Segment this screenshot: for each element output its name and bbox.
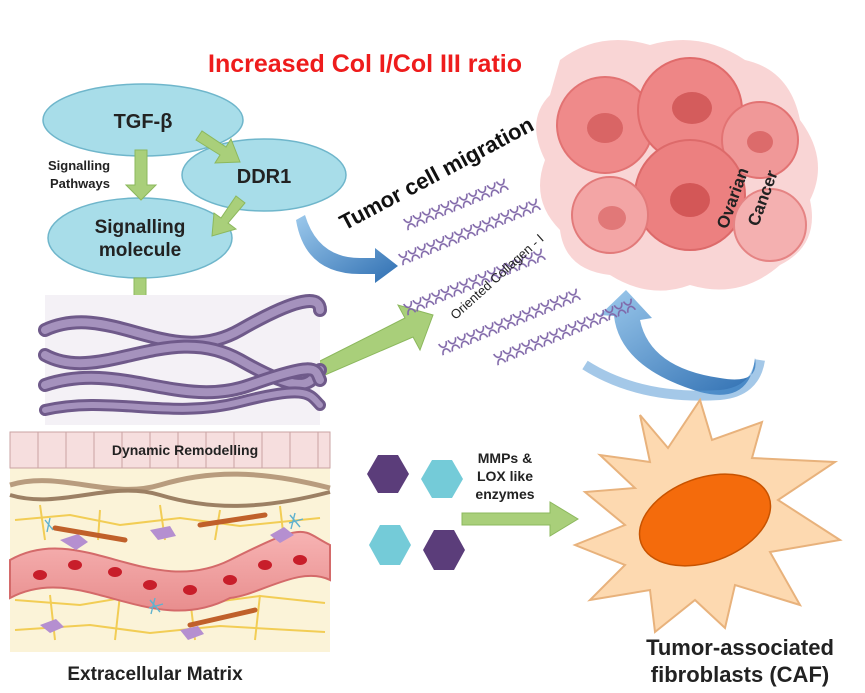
collagen-helix [437,288,582,356]
arrow-enzymes-to-caf [461,501,579,537]
caf-cell-illustration [572,397,843,634]
arrow-tgf-to-molecule [124,149,158,201]
collagen-helix [397,198,542,266]
arrow-fibers-to-collagen [317,304,434,376]
collagen-fibre-bundle [38,294,327,425]
collagen-helix [402,248,547,316]
extracellular-matrix-illustration [9,431,331,652]
node-signalling-molecule: Signalling molecule [47,197,233,279]
node-ddr1-label: DDR1 [237,166,291,188]
node-tgf-beta-label: TGF-β [114,111,173,133]
caf-label-line1: Tumor-associated [646,635,834,660]
signalling-pathways-label-line1: Signalling [48,158,110,173]
ovarian-cancer-cells-illustration [536,40,818,291]
diagram-title: Increased Col I/Col III ratio [208,50,522,78]
arrow-ddr1-to-molecule [211,195,246,237]
enzymes-label-line1: MMPs & [478,450,532,466]
hexagon-cyan [421,460,463,498]
hexagon-purple [423,530,465,570]
signalling-pathways-label-line2: Pathways [50,176,110,191]
collagen-helix [402,178,510,231]
blue-arrow-caf-to-cancer [600,290,756,395]
enzymes-label-line2: LOX like [477,468,533,484]
node-tgf-beta: TGF-β [42,83,244,157]
node-ddr1: DDR1 [181,138,347,212]
blue-arrow-ddr1-to-migration [296,215,398,283]
arrow-tgf-to-ddr1 [195,130,241,164]
extracellular-matrix-label: Extracellular Matrix [67,664,243,685]
enzyme-hexagons [367,455,465,570]
hexagon-cyan [369,525,411,565]
caf-label-line2: fibroblasts (CAF) [651,662,829,687]
enzymes-label-line3: enzymes [475,486,534,502]
dynamic-remodelling-label: Dynamic Remodelling [112,442,258,458]
hexagon-purple [367,455,409,493]
oriented-collagen-fibers [397,178,637,366]
collagen-helix [492,298,637,366]
node-signalling-molecule-line1: Signalling [95,217,186,238]
blue-arrow-caf-shadow [582,358,765,401]
node-signalling-molecule-line2: molecule [99,240,181,261]
